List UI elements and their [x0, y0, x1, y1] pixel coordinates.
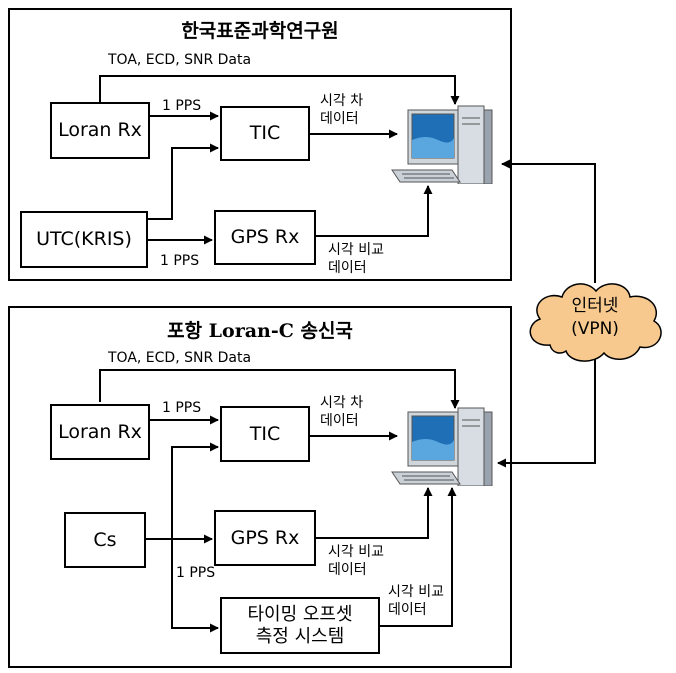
- internet-line1: 인터넷: [571, 296, 619, 316]
- bottom-time-diff-line2: 데이터: [320, 412, 359, 429]
- internet-label: 인터넷 (VPN): [545, 295, 645, 341]
- bottom-data-line: [99, 369, 460, 409]
- top-time-comp-label: 시각 비교 데이터: [328, 242, 384, 277]
- bottom-pps-label-2: 1 PPS: [176, 565, 216, 581]
- top-computer-icon: [391, 105, 493, 184]
- top-time-diff-line2: 데이터: [320, 110, 359, 127]
- bottom-time-diff-label: 시각 차 데이터: [320, 395, 363, 430]
- top-time-diff-line1: 시각 차: [320, 93, 364, 109]
- top-pps-label-1: 1 PPS: [162, 98, 202, 114]
- bottom-pps-label-1: 1 PPS: [162, 400, 202, 416]
- top-data-label: TOA, ECD, SNR Data: [108, 52, 252, 68]
- offset-system-line2: 측정 시스템: [255, 625, 345, 647]
- top-loran-rx-box: Loran Rx: [50, 102, 150, 159]
- top-time-comp-line1: 시각 비교: [328, 242, 384, 258]
- internet-cloud-icon: [529, 283, 662, 362]
- top-tic-box: TIC: [220, 106, 310, 161]
- bottom-loran-rx-box: Loran Rx: [50, 404, 150, 460]
- offset-system-line1: 타이밍 오프셋: [247, 603, 353, 625]
- offset-comp-label: 시각 비교 데이터: [388, 584, 444, 619]
- bottom-offset-pc-line: [380, 487, 457, 627]
- top-time-diff-label: 시각 차 데이터: [320, 93, 363, 128]
- bottom-cs-tic-line: [171, 442, 219, 539]
- top-pps-label-2: 1 PPS: [160, 253, 200, 269]
- top-time-comp-line2: 데이터: [328, 259, 367, 276]
- internet-bottom-line: [497, 352, 596, 468]
- internet-top-line: [501, 159, 596, 283]
- offset-comp-line2: 데이터: [388, 601, 427, 618]
- cs-box: Cs: [64, 512, 146, 568]
- bottom-gps-pc-line: [316, 487, 433, 539]
- bottom-tic-box: TIC: [220, 406, 310, 462]
- top-data-line: [99, 75, 460, 105]
- pohang-panel-title: 포항 Loran-C 송신국: [167, 320, 353, 342]
- top-gps-rx-box: GPS Rx: [214, 210, 316, 265]
- top-utc-tic-line: [148, 143, 219, 220]
- bottom-time-diff-line1: 시각 차: [320, 395, 364, 411]
- utc-kris-box: UTC(KRIS): [20, 211, 148, 268]
- bottom-time-comp-line2: 데이터: [328, 561, 367, 578]
- bottom-data-label: TOA, ECD, SNR Data: [108, 350, 252, 366]
- top-gps-pc-line: [316, 185, 433, 237]
- bottom-cs-offset-line: [171, 539, 219, 633]
- bottom-time-comp-label: 시각 비교 데이터: [328, 544, 384, 579]
- internet-line2: (VPN): [571, 318, 619, 339]
- bottom-time-comp-line1: 시각 비교: [328, 544, 384, 560]
- offset-comp-line1: 시각 비교: [388, 584, 444, 600]
- offset-system-box: 타이밍 오프셋 측정 시스템: [220, 597, 380, 654]
- kriss-panel-title: 한국표준과학연구원: [181, 20, 339, 42]
- bottom-computer-icon: [391, 407, 493, 486]
- bottom-gps-rx-box: GPS Rx: [214, 510, 316, 566]
